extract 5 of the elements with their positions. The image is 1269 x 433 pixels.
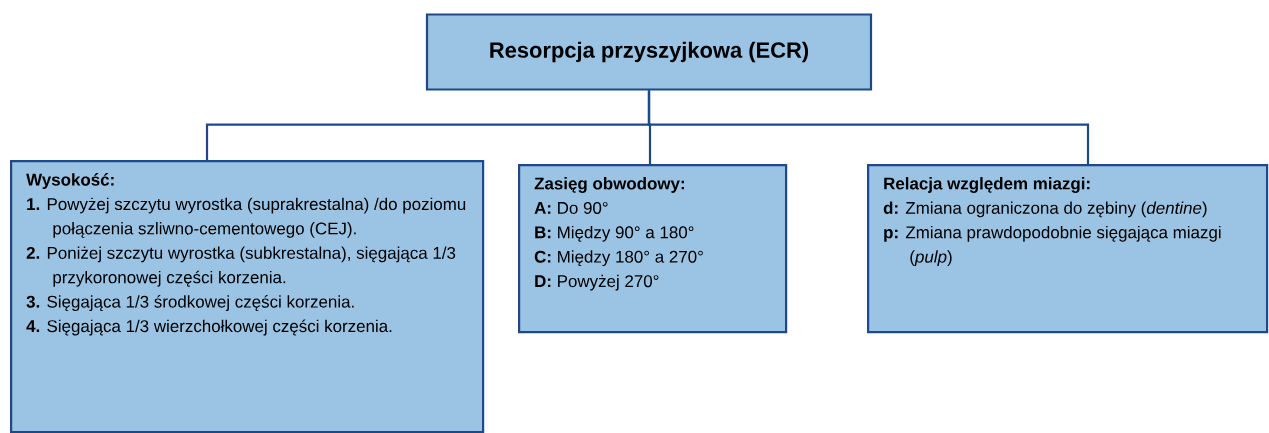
process-box: Wysokość: 1. Powyżej szczytu wyrostka (suprakrestalna) /do poziomu połączenia szliwno-cementowego (CEJ). 2. Poniżej szczytu wyrostka (subkrestalna), sięgająca 1/3 przykoronowej części korzenia. 3. Sięgająca 1/3 środkowej części korzenia. 4. Sięgająca 1/3 wierzchołkowej części korzenia. [10,160,485,433]
connector-line [647,90,1090,165]
process-box: Relacja względem miazgi: d: Zmiana ograniczona do zębiny (dentine) p: Zmiana prawdopodobnie sięgająca miazgi (pulp) [867,164,1269,334]
process-box: Zasięg obwodowy: A: Do 90° B: Między 90° a 180° C: Między 180° a 270° D: Powyżej 270° [518,164,788,334]
title-box: Resorpcja przyszyjkowa (ECR) [425,13,873,91]
